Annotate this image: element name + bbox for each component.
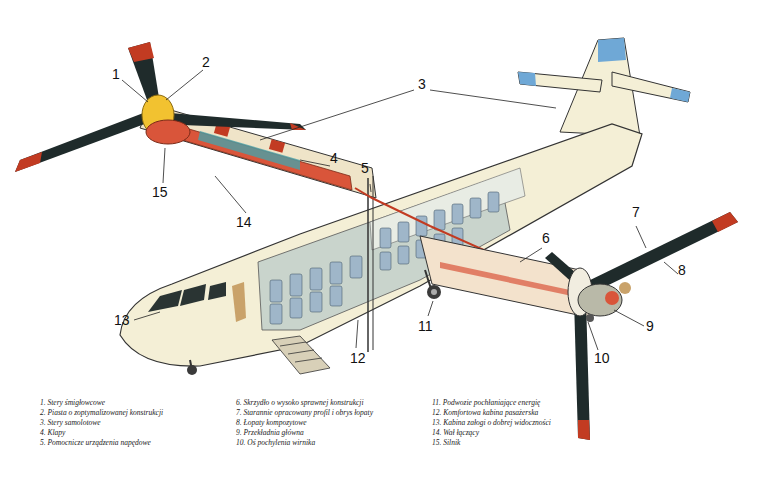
legend-item: 15. Silnik	[432, 438, 460, 448]
cockpit-windows	[148, 282, 246, 322]
legend-item: 2. Piasta o zoptymalizowanej konstrukcji	[40, 408, 163, 418]
callout-number: 14	[236, 214, 252, 230]
horizontal-tail	[518, 72, 602, 92]
legend-item: 6. Skrzydło o wysoko sprawnej konstrukcj…	[236, 398, 364, 408]
wing-flap	[198, 131, 300, 170]
callout-number: 6	[542, 230, 550, 246]
legend-item: 5. Pomocnicze urządzenia napędowe	[40, 438, 151, 448]
legend-item: 11. Podwozie pochłaniające energię	[432, 398, 540, 408]
legend-item: 10. Oś pochylenia wirnika	[236, 438, 315, 448]
right-rotor	[545, 212, 738, 440]
callout-number: 11	[418, 318, 433, 334]
callout-number: 1	[112, 66, 120, 82]
legend-item: 9. Przekładnia główna	[236, 428, 304, 438]
landing-gear	[187, 270, 441, 375]
callout-number: 15	[152, 184, 168, 200]
callout-number: 9	[646, 318, 654, 334]
left-wing	[140, 104, 376, 198]
left-rotor	[15, 42, 306, 172]
legend-item: 8. Łopaty kompozytowe	[236, 418, 307, 428]
legend-item: 1. Stery śmigłowcowe	[40, 398, 105, 408]
callout-number: 7	[632, 204, 640, 220]
callout-number: 10	[594, 350, 610, 366]
wing-drive-shaft	[162, 122, 352, 190]
callout-number: 8	[678, 262, 686, 278]
callout-number: 2	[202, 54, 210, 70]
legend-item: 3. Stery samolotowe	[40, 418, 101, 428]
legend-item: 4. Klapy	[40, 428, 65, 438]
callout-number: 13	[114, 312, 130, 328]
callout-number: 3	[418, 76, 426, 92]
leader-lines	[122, 70, 678, 350]
callout-number: 12	[350, 350, 366, 366]
stairs	[272, 336, 330, 374]
legend-item: 7. Starannie opracowany profil i obrys ł…	[236, 408, 373, 418]
callout-number: 4	[330, 150, 338, 166]
legend-item: 14. Wał łączący	[432, 428, 479, 438]
callout-number: 5	[361, 160, 369, 176]
fuselage	[120, 124, 642, 366]
legend-item: 12. Komfortowa kabina pasażerska	[432, 408, 538, 418]
legend-item: 13. Kabina załogi o dobrej widoczności	[432, 418, 551, 428]
right-wing	[420, 236, 592, 318]
